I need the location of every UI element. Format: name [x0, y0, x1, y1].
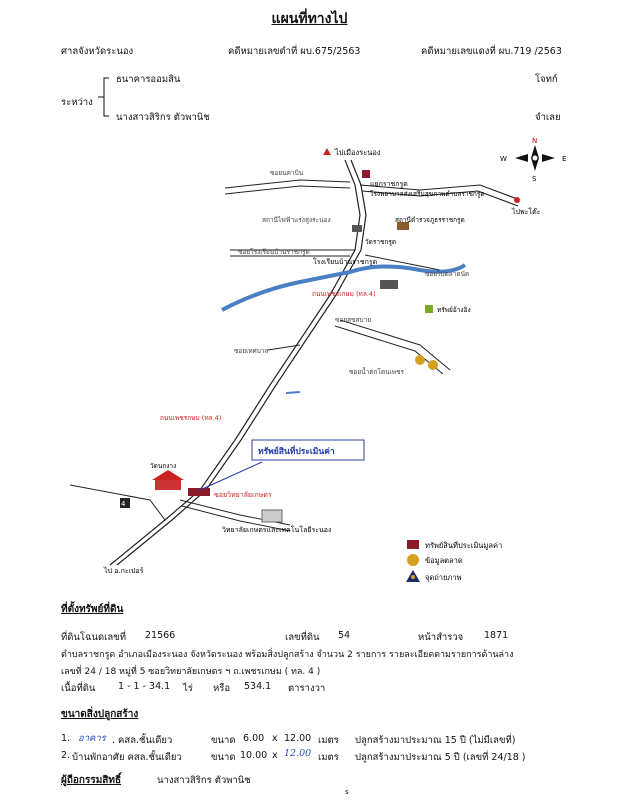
- building-1-length: 12.00: [284, 733, 312, 744]
- main-road: [109, 159, 361, 566]
- junction-marker: [362, 170, 370, 178]
- location-map: N S W E 4 ทรัพย์สินที่ประเมินค่า ไปเมือง…: [69, 137, 566, 582]
- building-1-size-label: ขนาด: [211, 735, 236, 746]
- land-no-label: เลขที่ดิน: [285, 632, 320, 643]
- label-soi-mid: ซอยสุขสบาย: [335, 316, 371, 324]
- property-arrow: [199, 461, 263, 491]
- label-school: โรงเรียนบ้านราชกรูด: [313, 257, 377, 266]
- reference-property-icon: [425, 305, 433, 313]
- plaintiff-name: ธนาคารออมสิน: [116, 74, 181, 85]
- river: [221, 263, 467, 312]
- survey-number: 1871: [484, 630, 509, 641]
- label-soi-school: ซอยโรงเรียนบ้านราชกรูด: [238, 248, 310, 256]
- temple-icon: [152, 470, 184, 480]
- label-to-ranong: ไปเมืองระนอง: [334, 148, 381, 157]
- building-2-age: ปลูกสร้างมาประมาณ 5 ปี (เลขที่ 24/18 ): [355, 752, 526, 763]
- area-label: เนื้อที่ดิน: [61, 683, 96, 694]
- legend-photo: จุดถ่ายภาพ: [425, 573, 462, 582]
- compass-icon: N S W E: [500, 137, 566, 183]
- label-petchkasem-upper: ถนนเพชรเกษม (ทล.4): [312, 290, 376, 298]
- legend-market: ข้อมูลตลาด: [425, 556, 463, 565]
- electric-station-icon: [352, 225, 362, 232]
- road-sign-icon: [120, 498, 130, 508]
- buildings-heading: ขนาดสิ่งปลูกสร้าง: [61, 709, 139, 720]
- survey-label: หน้าสำรวจ: [418, 632, 464, 643]
- label-soi-west: ซอยเทศบาล: [234, 347, 269, 355]
- north-arrow-icon: [323, 148, 331, 155]
- building-1-width: 6.00: [243, 733, 265, 744]
- label-to-phato: ไปพะโต๊ะ: [511, 207, 541, 216]
- party-bracket: [98, 77, 109, 117]
- location-heading: ที่ตั้งทรัพย์ที่ดิน: [61, 604, 124, 615]
- label-property-east: ทรัพย์อ้างอิง: [437, 306, 471, 314]
- plaintiff-role: โจทก์: [535, 74, 558, 85]
- building-1-unit: เมตร: [318, 735, 339, 746]
- area-sqwa: 534.1: [244, 681, 272, 692]
- deed-label: ที่ดินโฉนดเลขที่: [61, 632, 126, 643]
- legend-property: ทรัพย์สินที่ประเมินมูลค่า: [425, 540, 502, 550]
- label-junction: แยกราชกรูด: [370, 180, 408, 188]
- compass-e: E: [562, 155, 566, 163]
- sqwa-unit: ตารางวา: [288, 683, 326, 694]
- label-petchkasem-lower: ถนนเพชรกษม (ทล.4): [160, 414, 221, 422]
- label-soi-north: ซอยนคาบิน: [270, 169, 304, 177]
- svg-text:4: 4: [121, 500, 126, 508]
- label-soi-college: ซอยวิทยาลัยเกษตร: [214, 491, 272, 499]
- property-marker: [188, 488, 210, 496]
- college-icon: [261, 509, 283, 523]
- market-data-marker: [415, 355, 425, 365]
- red-case-number: คดีหมายเลขแดงที่ ผบ.719 /2563: [421, 46, 562, 57]
- property-box-label: ทรัพย์สินที่ประเมินค่า: [258, 444, 335, 457]
- document-title: แผนที่ทางไป: [271, 11, 348, 27]
- phato-marker: [514, 197, 520, 203]
- address-line: ตำบลราชกรูด อำเภอเมืองระนอง จังหวัดระนอง…: [61, 650, 514, 660]
- legend-property-icon: [407, 540, 419, 549]
- building-2-length: 12.00: [284, 748, 312, 759]
- area-rai: 1 - 1 - 34.1: [118, 681, 171, 692]
- or-text: หรือ: [213, 683, 231, 694]
- compass-n: N: [532, 137, 537, 145]
- land-number: 54: [338, 630, 351, 641]
- building-2-x: x: [272, 750, 278, 761]
- label-electric: สถานีไฟฟ้าแรงสูงระนอง: [262, 216, 331, 224]
- house-line: เลขที่ 24 / 18 หมู่ที่ 5 ซอยวิทยาลัยเกษต…: [61, 667, 321, 677]
- map-legend: ทรัพย์สินที่ประเมินมูลค่า ข้อมูลตลาด จุด…: [406, 540, 502, 582]
- police-station-icon: [397, 222, 409, 230]
- between-label: ระหว่าง: [61, 97, 93, 108]
- building-2-size-label: ขนาด: [211, 752, 236, 763]
- compass-s: S: [532, 175, 537, 183]
- page-mark: s: [345, 788, 349, 796]
- label-hospital: โรงพยาบาลส่งเสริมสุขภาพตำบลราชกรูด: [370, 190, 485, 198]
- owner-name: นางสาวสิริกร ตัวพานิช: [157, 775, 251, 786]
- building-1-prefix: 1.: [61, 733, 71, 744]
- defendant-role: จำเลย: [535, 112, 561, 123]
- compass-w: W: [500, 155, 507, 163]
- defendant-name: นางสาวสิริกร ตัวพานิช: [116, 112, 210, 123]
- label-to-kapoe: ไป อ.กะเปอร์: [103, 566, 144, 575]
- building-1-age: ปลูกสร้างมาประมาณ 15 ปี (ไม่มีเลขที่): [355, 735, 516, 746]
- building-2-prefix: 2.: [61, 750, 71, 761]
- school-icon: [380, 280, 398, 289]
- label-wat: วัดราชกรูด: [365, 238, 396, 246]
- road-to-phato: [359, 184, 521, 201]
- building-2-unit: เมตร: [318, 752, 339, 763]
- market-data-marker-2: [428, 360, 438, 370]
- label-soi-east: ซอยไปตลาดนัด: [425, 270, 469, 278]
- legend-market-icon: [407, 554, 419, 566]
- building-1-x: x: [272, 733, 278, 744]
- building-2-type: บ้านพักอาศัย คสล.ชั้นเดียว: [72, 752, 182, 763]
- label-police: สถานีตำรวจภูธรราชกรูด: [395, 216, 465, 224]
- label-soi-namsai: ซอยน้ำตกโตนเพชร: [349, 367, 404, 376]
- deed-number: 21566: [145, 630, 176, 641]
- label-college: วิทยาลัยเกษตรและเทคโนโลยีระนอง: [222, 525, 331, 534]
- building-1-handwritten: อาคาร: [78, 733, 106, 744]
- black-case-number: คดีหมายเลขดำที่ ผบ.675/2563: [228, 46, 361, 57]
- court-name: ศาลจังหวัดระนอง: [61, 46, 134, 57]
- building-2-width: 10.00: [240, 750, 268, 761]
- building-1-type: . คสล.ชั้นเดียว: [112, 735, 173, 746]
- owner-heading: ผู้ถือกรรมสิทธิ์: [61, 775, 122, 786]
- rai-unit: ไร่: [183, 683, 193, 694]
- label-wat-lower: วัดนกงาง: [150, 462, 176, 470]
- property-box: [251, 439, 365, 461]
